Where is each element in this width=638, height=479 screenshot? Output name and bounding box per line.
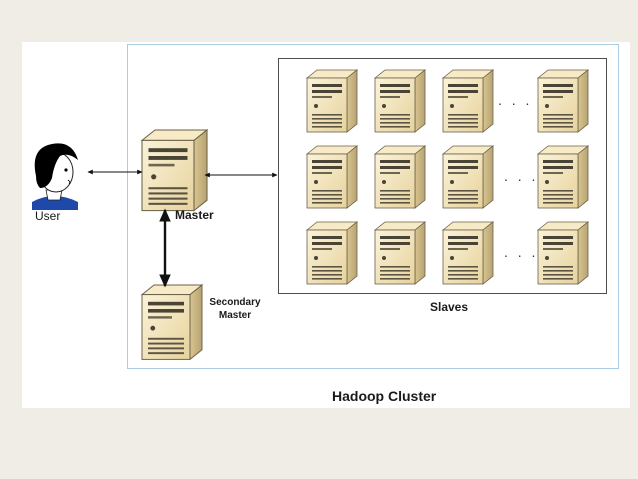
slave-server-icon [537,69,589,133]
slave-server-icon [374,69,426,133]
slave-server-icon [442,69,494,133]
slave-server-icon [537,145,589,209]
hadoop-cluster-boundary [127,44,619,369]
ellipsis-row-1: . . . [498,92,533,108]
slaves-label: Slaves [430,300,469,314]
slave-server-icon [442,145,494,209]
hadoop-cluster-label: Hadoop Cluster [332,388,437,404]
secondary-master-server-icon [141,284,203,360]
slave-server-icon [306,221,358,285]
diagram-graphics [32,69,589,360]
slave-server-icon [374,145,426,209]
master-server-icon [141,129,208,212]
user-label: User [35,209,61,223]
slave-server-icon [306,69,358,133]
diagram-canvas: . . . . . . . . . User Master Secondary … [22,42,630,408]
user-avatar-icon [32,143,78,210]
slave-server-icon [374,221,426,285]
slaves-group-boundary [278,58,607,294]
ellipsis-row-2: . . . [504,168,539,184]
slave-server-icon [306,145,358,209]
slave-server-icon [537,221,589,285]
master-label: Master [175,208,214,222]
slave-server-icon [442,221,494,285]
slave-server-grid [306,69,589,285]
secondary-master-label: Secondary Master [209,297,261,321]
ellipsis-row-3: . . . [504,244,539,260]
